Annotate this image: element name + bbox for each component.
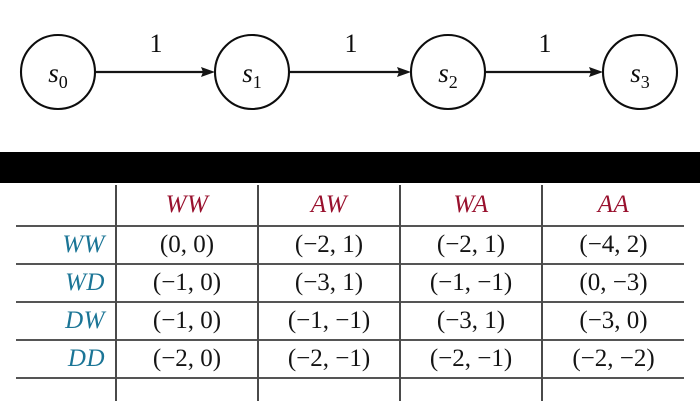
- table-row: WD (−1, 0) (−3, 1) (−1, −1) (0, −3): [16, 263, 684, 302]
- matrix-stub-label: [16, 377, 116, 401]
- node-label-s0: s0: [48, 58, 68, 92]
- cell-dd-aw: (−2, −1): [257, 339, 400, 378]
- node-s2[interactable]: s2: [409, 33, 487, 111]
- matrix-bottom-stub: [16, 377, 684, 401]
- column-header-ww: WW: [115, 185, 258, 226]
- graph-canvas: 1 1 1 s0 s1 s2 s3: [19, 29, 679, 111]
- table-row: DD (−2, 0) (−2, −1) (−2, −1) (−2, −2): [16, 339, 684, 378]
- column-header-wa: WA: [399, 185, 542, 226]
- node-label-s2: s2: [438, 58, 458, 92]
- matrix-stub-cell: [115, 377, 258, 401]
- edge-label-s1-s2: 1: [345, 29, 358, 58]
- cell-ww-aw: (−2, 1): [257, 225, 400, 264]
- cell-dw-ww: (−1, 0): [115, 301, 258, 340]
- cell-wd-aw: (−3, 1): [257, 263, 400, 302]
- state-chain-diagram: 1 1 1 s0 s1 s2 s3: [0, 0, 700, 152]
- cell-wd-aa: (0, −3): [541, 263, 684, 302]
- matrix-header-row: WW AW WA AA: [16, 185, 684, 226]
- row-header-dd: DD: [16, 339, 116, 378]
- node-label-s3: s3: [630, 58, 650, 92]
- payoff-matrix-panel: WW AW WA AA WW (0, 0) (−2, 1) (−2, 1) (−…: [0, 183, 700, 401]
- node-s0[interactable]: s0: [19, 33, 97, 111]
- cell-ww-ww: (0, 0): [115, 225, 258, 264]
- edge-label-s0-s1: 1: [150, 29, 163, 58]
- matrix-stub-cell: [257, 377, 400, 401]
- cell-dw-wa: (−3, 1): [399, 301, 542, 340]
- matrix-stub-cell: [399, 377, 542, 401]
- node-circle-s1: [213, 33, 291, 111]
- node-circle-s2: [409, 33, 487, 111]
- cell-dd-wa: (−2, −1): [399, 339, 542, 378]
- edge-s0-s1: [96, 67, 215, 77]
- edge-s1-s2: [290, 67, 411, 77]
- cell-dw-aa: (−3, 0): [541, 301, 684, 340]
- cell-wd-wa: (−1, −1): [399, 263, 542, 302]
- row-header-ww: WW: [16, 225, 116, 264]
- node-label-s1: s1: [242, 58, 262, 92]
- cell-wd-ww: (−1, 0): [115, 263, 258, 302]
- row-header-dw: DW: [16, 301, 116, 340]
- column-header-aa: AA: [541, 185, 684, 226]
- matrix-stub-cell: [541, 377, 684, 401]
- edge-label-s2-s3: 1: [539, 29, 552, 58]
- cell-dd-aa: (−2, −2): [541, 339, 684, 378]
- matrix-corner-cell: [16, 185, 116, 226]
- node-circle-s3: [601, 33, 679, 111]
- table-row: DW (−1, 0) (−1, −1) (−3, 1) (−3, 0): [16, 301, 684, 340]
- column-header-aw: AW: [257, 185, 400, 226]
- table-row: WW (0, 0) (−2, 1) (−2, 1) (−4, 2): [16, 225, 684, 264]
- cell-dd-ww: (−2, 0): [115, 339, 258, 378]
- node-s1[interactable]: s1: [213, 33, 291, 111]
- cell-dw-aw: (−1, −1): [257, 301, 400, 340]
- row-header-wd: WD: [16, 263, 116, 302]
- separator-band: [0, 152, 700, 183]
- cell-ww-aa: (−4, 2): [541, 225, 684, 264]
- node-circle-s0: [19, 33, 97, 111]
- node-s3[interactable]: s3: [601, 33, 679, 111]
- payoff-matrix-table: WW AW WA AA WW (0, 0) (−2, 1) (−2, 1) (−…: [16, 185, 684, 401]
- cell-ww-wa: (−2, 1): [399, 225, 542, 264]
- edge-s2-s3: [486, 67, 603, 77]
